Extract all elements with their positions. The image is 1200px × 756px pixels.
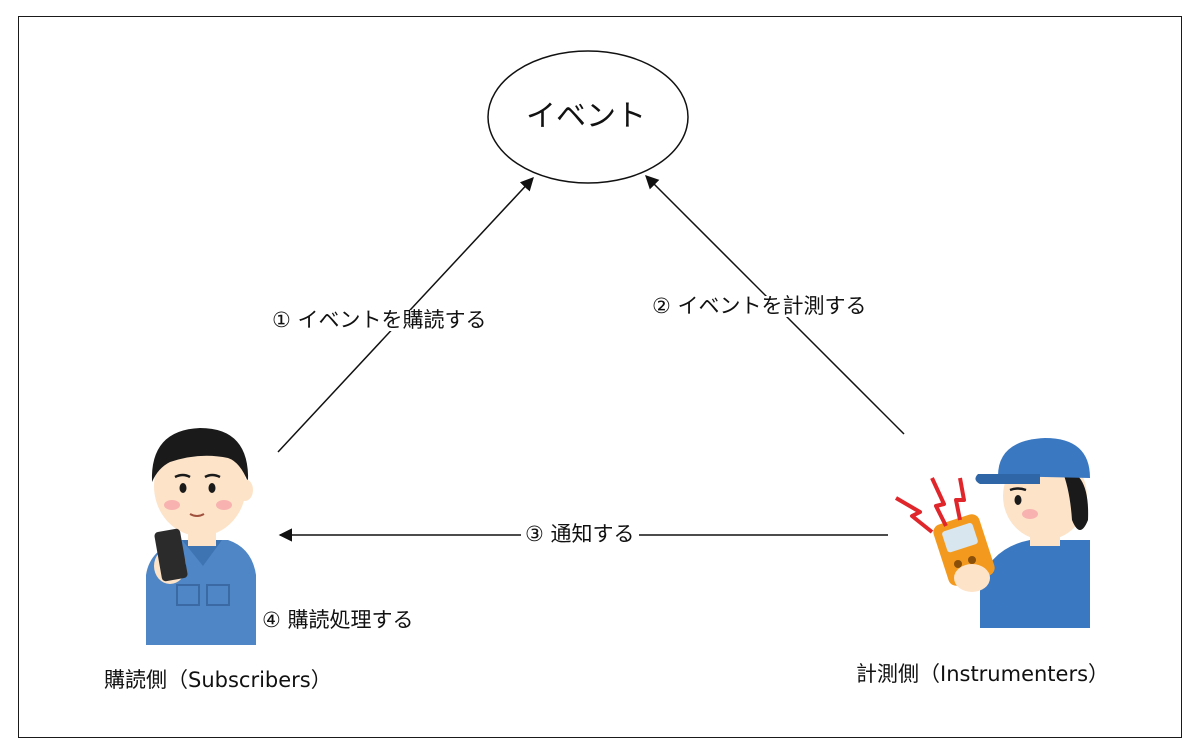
instrumenter-illustration: [894, 438, 1090, 628]
subscriber-illustration: [146, 428, 256, 645]
event-node: [487, 50, 689, 184]
diagram-frame: [18, 16, 1182, 738]
subscribe-edge-label: ① イベントを購読する: [268, 310, 491, 331]
notify-edge-label: ③ 通知する: [521, 524, 639, 545]
instrumenter-label: 計測側（Instrumenters）: [856, 662, 1110, 686]
event-node-label: イベント: [526, 99, 646, 134]
subscriber-label: 購読側（Subscribers）: [104, 668, 332, 692]
measure-edge-label: ② イベントを計測する: [648, 296, 871, 317]
process-label: ④ 購読処理する: [262, 608, 414, 632]
